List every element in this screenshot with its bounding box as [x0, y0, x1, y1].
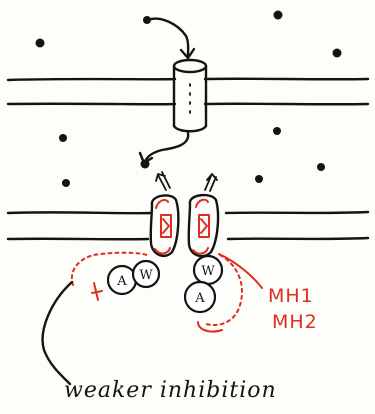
right-a-label: A — [194, 291, 205, 306]
left-receptor-arrows — [156, 172, 170, 190]
right-receptor-arrows — [205, 174, 217, 191]
right-subunit-cluster: W A — [185, 256, 222, 312]
upper-membrane-inner-line — [8, 104, 368, 105]
caption-label: weaker inhibition — [64, 378, 277, 403]
left-a-label: A — [116, 274, 127, 289]
mh1-label: MH1 — [268, 285, 314, 307]
channel-cylinder — [174, 60, 206, 131]
right-w-label: W — [201, 264, 215, 279]
right-red-curl — [198, 322, 222, 332]
left-w-label: W — [139, 268, 153, 283]
caption-pointer — [43, 282, 72, 384]
mh2-label: MH2 — [272, 311, 318, 333]
upper-membrane-outer-line — [8, 79, 368, 80]
left-subunit-cluster: A W — [108, 261, 159, 294]
receptor-pair — [151, 195, 218, 256]
ion-dots — [36, 11, 342, 188]
left-red-tick — [92, 283, 102, 300]
lower-membrane-outer-line — [8, 212, 368, 213]
